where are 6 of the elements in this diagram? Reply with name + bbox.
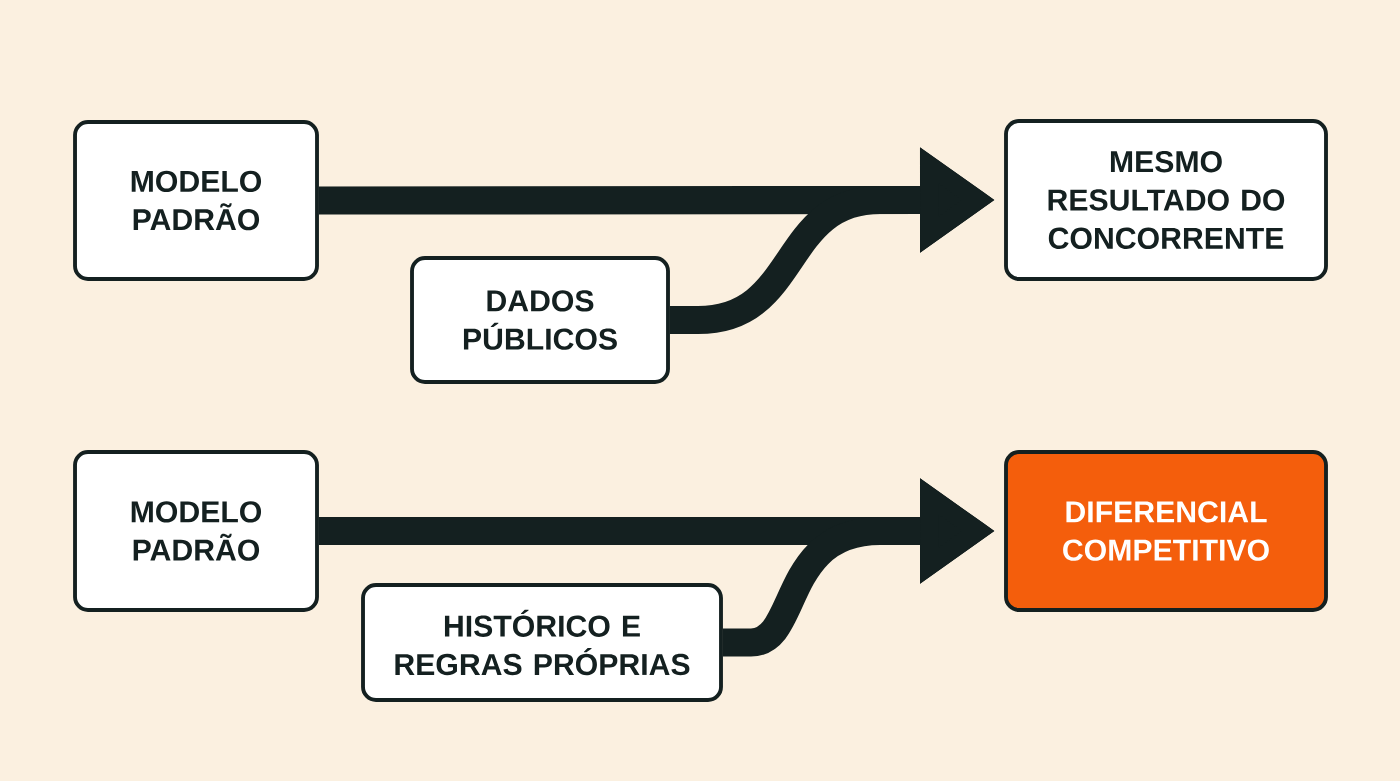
- result-box: MESMO RESULTADO DO CONCORRENTE: [1004, 119, 1328, 281]
- input-box: HISTÓRICO E REGRAS PRÓPRIAS: [361, 583, 723, 702]
- process-box: MODELO PADRÃO: [73, 450, 319, 612]
- process-box: MODELO PADRÃO: [73, 120, 319, 281]
- input-box: DADOS PÚBLICOS: [410, 256, 670, 384]
- result-box: DIFERENCIAL COMPETITIVO: [1004, 450, 1328, 612]
